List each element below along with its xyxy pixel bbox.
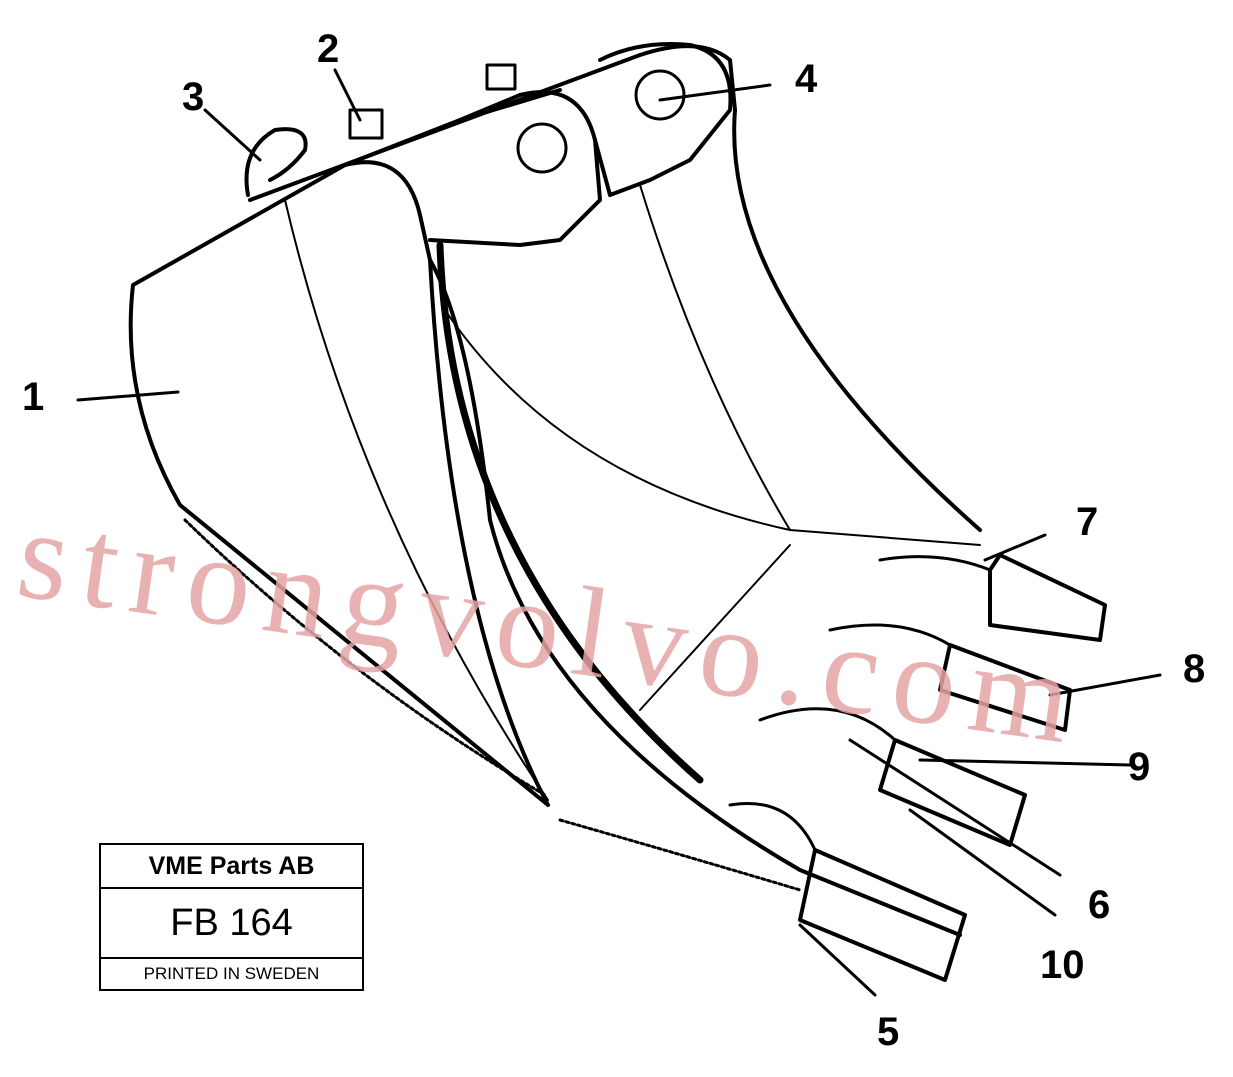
bucket-inner-line-4 (639, 544, 791, 711)
tooth-3 (878, 738, 1027, 847)
leader-3 (203, 108, 262, 162)
callout-5: 5 (877, 1010, 899, 1054)
leader-9 (918, 758, 1132, 767)
bucket-weld-line (436, 241, 704, 784)
bracket-top (485, 63, 517, 91)
leader-5 (798, 923, 877, 997)
bucket-back-curve (428, 258, 962, 937)
callout-8: 8 (1183, 647, 1205, 691)
wear-strip-line (183, 518, 547, 797)
leader-8 (1048, 673, 1162, 697)
adapter-8 (828, 623, 952, 647)
callout-3: 3 (182, 75, 204, 119)
bucket-side-plate (128, 160, 550, 807)
title-block: VME Parts AB FB 164 PRINTED IN SWEDEN (99, 843, 364, 991)
adapter-10 (728, 802, 817, 852)
callout-2: 2 (317, 27, 339, 71)
bucket-inner-line-2 (444, 309, 981, 546)
bucket-inner-line-3 (639, 184, 791, 531)
bucket-front-curve (732, 108, 982, 532)
wear-strip-line-2 (558, 818, 802, 892)
tooth-4 (798, 848, 967, 982)
leader-7 (983, 533, 1047, 562)
callout-7: 7 (1076, 500, 1098, 544)
mounting-lug-front (593, 42, 733, 197)
tooth-1 (988, 553, 1107, 642)
leader-4 (658, 83, 772, 102)
leader-1 (76, 390, 180, 402)
callout-4: 4 (795, 57, 818, 101)
title-block-number: FB 164 (101, 889, 362, 959)
title-block-printed: PRINTED IN SWEDEN (143, 964, 320, 983)
bucket-inner-line (284, 199, 549, 801)
mounting-lug-rear (428, 90, 602, 247)
leader-10 (908, 808, 1057, 917)
callout-9: 9 (1128, 745, 1150, 789)
tooth-2 (938, 643, 1072, 732)
adapter-7 (878, 555, 992, 572)
lifting-eye (244, 127, 308, 197)
pin-front (634, 69, 686, 121)
callout-1: 1 (22, 375, 44, 419)
title-block-company: VME Parts AB (101, 845, 362, 889)
adapter-9 (758, 707, 897, 742)
leader-6 (848, 738, 1062, 877)
callout-10: 10 (1040, 943, 1085, 987)
leader-2 (333, 68, 362, 122)
bracket-2 (348, 108, 384, 140)
pin-rear (516, 122, 568, 174)
callout-6: 6 (1088, 883, 1110, 927)
